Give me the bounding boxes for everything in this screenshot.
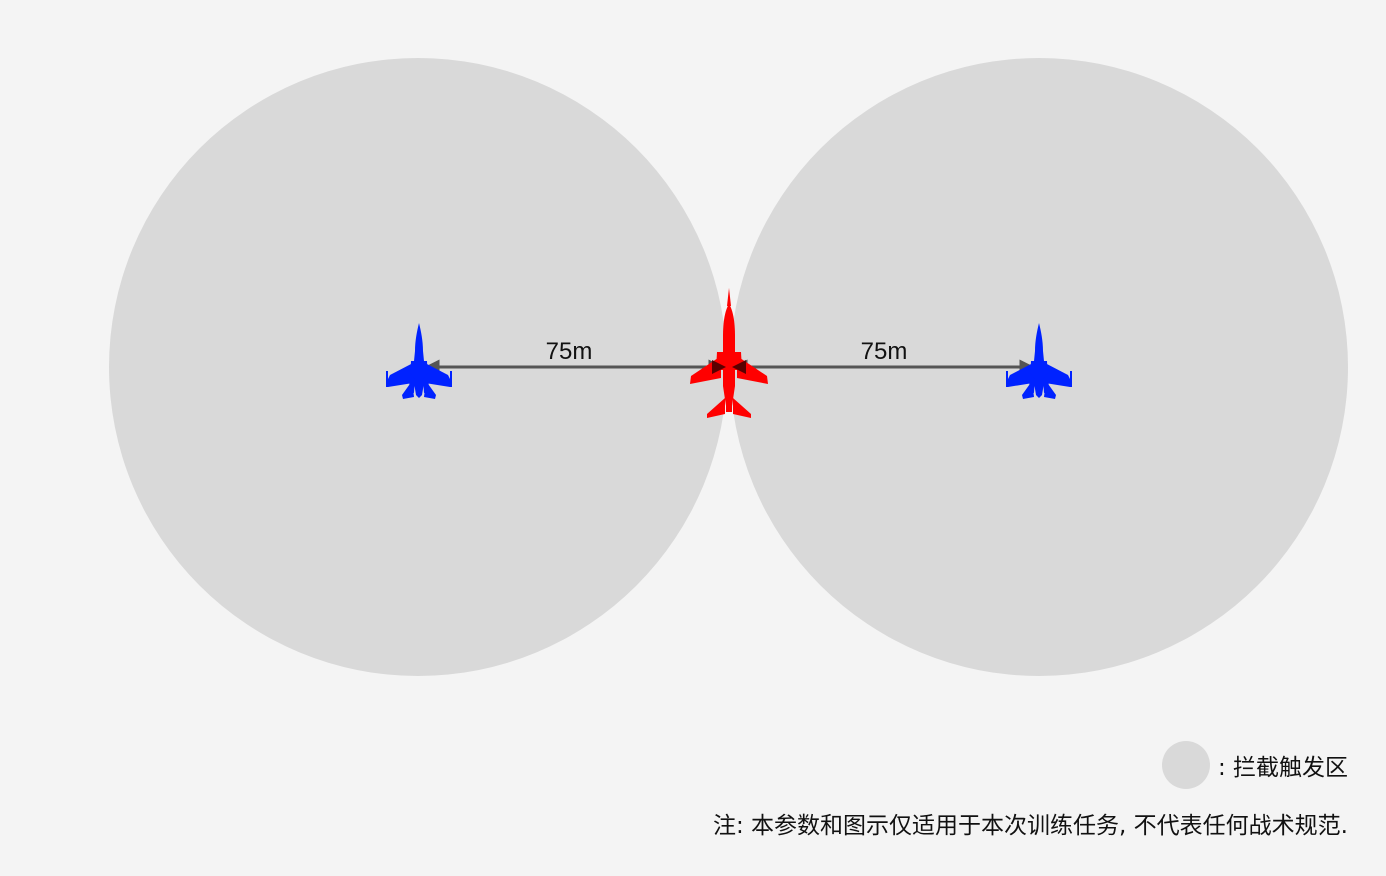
intercept-zone-diagram: 75m 75m	[109, 58, 1348, 676]
arrow-tip-overlap-icon	[712, 360, 746, 374]
footnote: 注: 本参数和图示仅适用于本次训练任务, 不代表任何战术规范.	[713, 813, 1348, 839]
legend: : 拦截触发区	[1161, 741, 1348, 789]
intercept-zone-swatch-icon	[1161, 741, 1210, 789]
distance-label-left: 75m	[546, 338, 593, 365]
legend-label: : 拦截触发区	[1217, 755, 1348, 781]
distance-label-right: 75m	[861, 338, 908, 365]
